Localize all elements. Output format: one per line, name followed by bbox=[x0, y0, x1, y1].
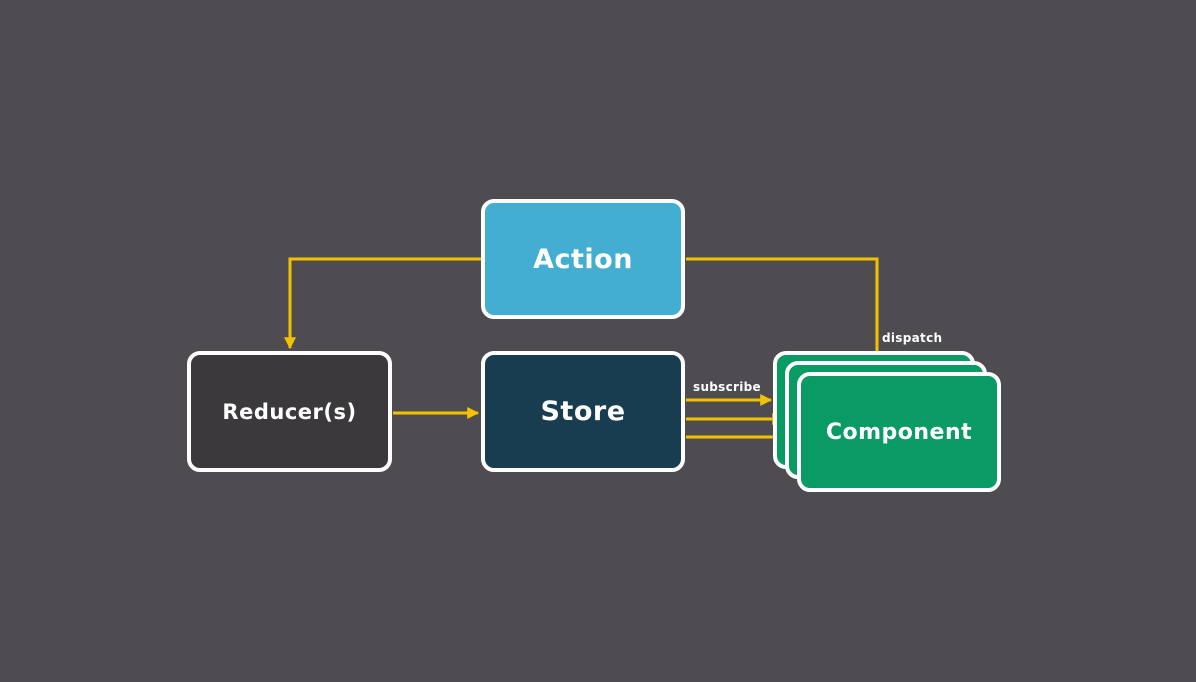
reducer-node: Reducer(s) bbox=[187, 351, 392, 472]
edge-component-to-action bbox=[686, 257, 879, 351]
component-node: Component bbox=[797, 372, 1001, 492]
action-node: Action bbox=[481, 199, 685, 319]
subscribe-label: subscribe bbox=[693, 380, 761, 394]
component-label: Component bbox=[825, 419, 973, 445]
dispatch-label: dispatch bbox=[882, 331, 943, 345]
edge-action-to-reducer bbox=[284, 257, 481, 350]
action-label: Action bbox=[533, 243, 633, 275]
store-node: Store bbox=[481, 351, 685, 472]
store-label: Store bbox=[540, 396, 626, 427]
reducer-label: Reducer(s) bbox=[222, 399, 357, 424]
